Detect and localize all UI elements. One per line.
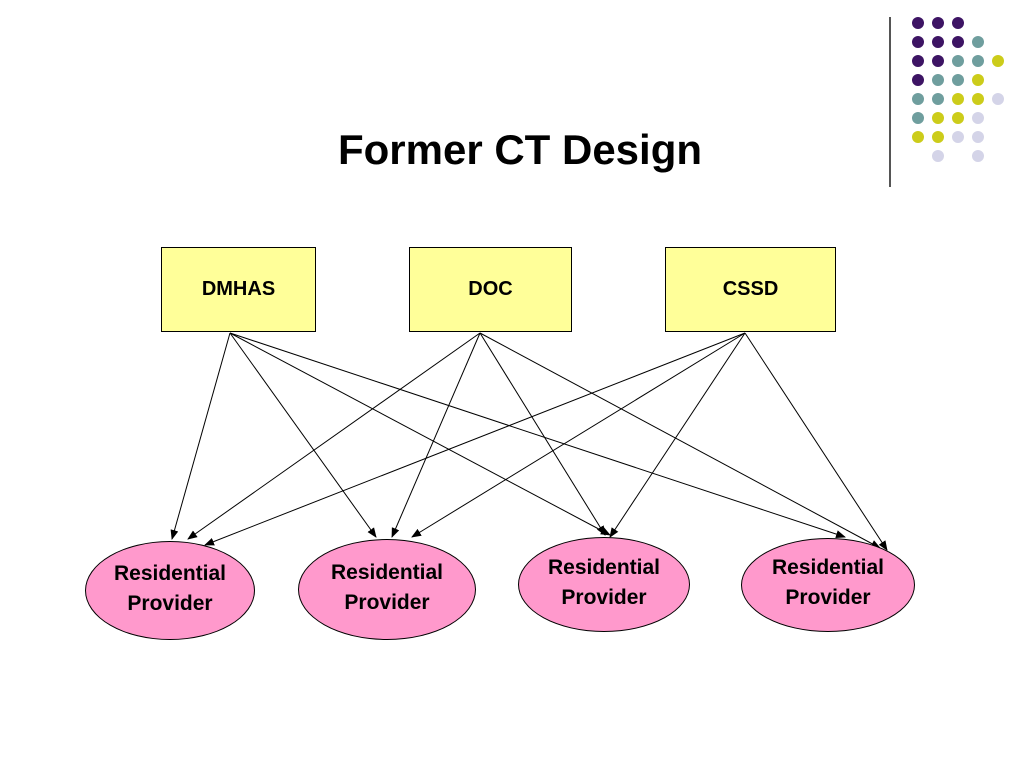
decorative-dot [912, 55, 924, 67]
provider-ellipse-2: Residential Provider [298, 539, 476, 640]
arrow-dmhas-to-provider-2 [229, 332, 377, 538]
decorative-dot [972, 93, 984, 105]
provider-ellipse-3: Residential Provider [518, 537, 690, 632]
decorative-dot [932, 55, 944, 67]
decorative-dot [952, 17, 964, 29]
decorative-dot [932, 93, 944, 105]
decorative-dot [952, 93, 964, 105]
provider-label: Residential Provider [330, 560, 444, 614]
decorative-dot [972, 131, 984, 143]
arrow-dmhas-to-provider-4 [229, 332, 846, 538]
decorative-dot [952, 55, 964, 67]
decorative-dot [932, 112, 944, 124]
provider-label: Residential Provider [547, 555, 661, 609]
decorative-dot [972, 112, 984, 124]
arrow-dmhas-to-provider-1 [170, 332, 231, 540]
decorative-dot [952, 36, 964, 48]
decorative-dot [932, 131, 944, 143]
arrow-doc-to-provider-4 [479, 332, 881, 549]
agency-box-dmhas: DMHAS [161, 247, 316, 332]
decorative-dot [912, 93, 924, 105]
decorative-dot [932, 150, 944, 162]
decorative-dot [912, 112, 924, 124]
decorative-dot [972, 36, 984, 48]
agency-label: DMHAS [201, 278, 276, 300]
decorative-dot [912, 131, 924, 143]
provider-ellipse-1: Residential Provider [85, 541, 255, 640]
decorative-dot [912, 17, 924, 29]
arrow-cssd-to-provider-4 [744, 332, 888, 551]
arrow-doc-to-provider-3 [479, 332, 606, 536]
arrow-cssd-to-provider-2 [411, 332, 746, 538]
agency-label: CSSD [722, 278, 779, 300]
decorative-divider-line [889, 17, 891, 187]
arrow-cssd-to-provider-3 [609, 332, 746, 538]
provider-ellipse-4: Residential Provider [741, 538, 915, 632]
page-title: Former CT Design [337, 126, 703, 173]
decorative-dot [912, 36, 924, 48]
agency-box-doc: DOC [409, 247, 572, 332]
decorative-dot [952, 131, 964, 143]
decorative-dot [932, 36, 944, 48]
arrow-doc-to-provider-1 [187, 332, 481, 540]
decorative-dot [972, 150, 984, 162]
provider-label: Residential Provider [771, 556, 885, 609]
arrow-cssd-to-provider-1 [204, 332, 746, 546]
decorative-dot [992, 93, 1004, 105]
decorative-dot [952, 74, 964, 86]
decorative-dot [972, 55, 984, 67]
arrow-doc-to-provider-2 [391, 332, 481, 538]
arrow-dmhas-to-provider-3 [229, 332, 611, 536]
decorative-dot [992, 55, 1004, 67]
decorative-dot [972, 74, 984, 86]
decorative-dot [932, 74, 944, 86]
decorative-dot [952, 112, 964, 124]
decorative-dot-grid [912, 17, 1004, 162]
decorative-dot [912, 74, 924, 86]
provider-label: Residential Provider [113, 561, 227, 615]
decorative-dot [932, 17, 944, 29]
agency-box-cssd: CSSD [665, 247, 836, 332]
agency-label: DOC [468, 278, 513, 300]
